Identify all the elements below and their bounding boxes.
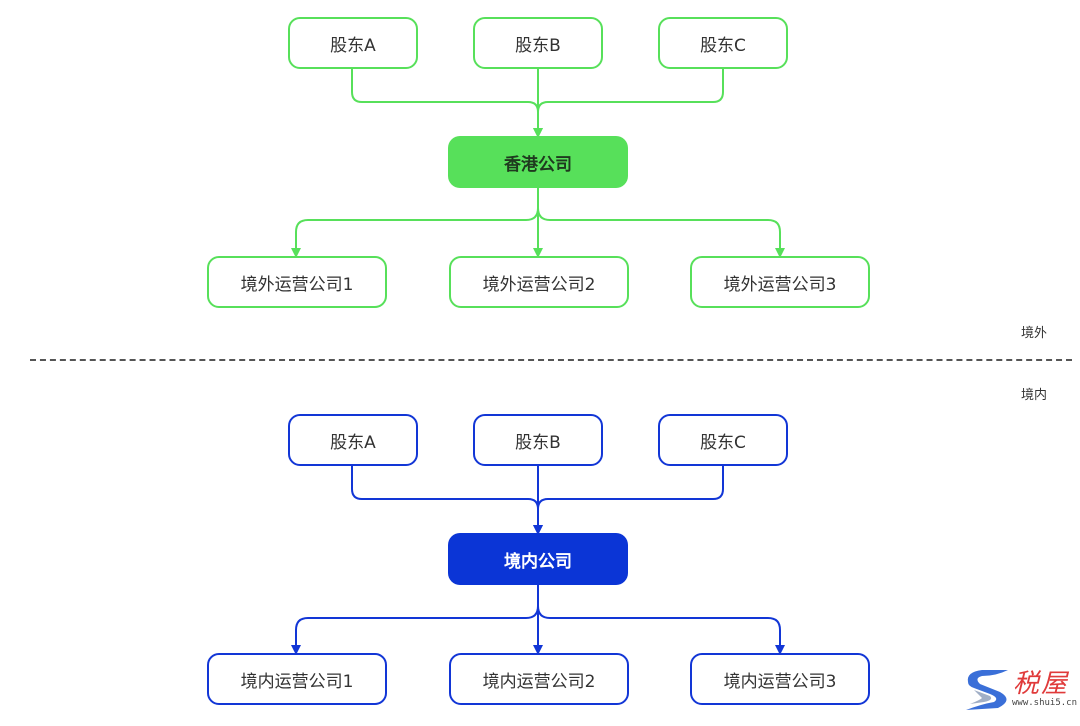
connector-shareholder-c-to-hk <box>537 68 724 133</box>
onshore-zone-label: 境内 <box>1021 388 1048 403</box>
offshore-subsidiary-2: 境外运营公司2 <box>449 256 629 308</box>
offshore-subsidiary-1: 境外运营公司1 <box>207 256 387 308</box>
offshore-shareholder-c: 股东C <box>658 17 788 69</box>
onshore-shareholder-c: 股东C <box>658 414 788 466</box>
connector-hk-to-sub1 <box>291 188 539 258</box>
connector-shareholder-c-to-domestic <box>537 465 724 530</box>
onshore-subsidiary-2: 境内运营公司2 <box>449 653 629 705</box>
onshore-subsidiary-connectors <box>291 585 785 655</box>
offshore-subsidiary-connectors <box>291 188 785 258</box>
offshore-shareholder-b: 股东B <box>473 17 603 69</box>
s-logo-icon <box>966 670 1008 710</box>
connector-shareholder-a-to-domestic <box>351 465 543 535</box>
offshore-subsidiary-3: 境外运营公司3 <box>690 256 870 308</box>
watermark-url: www.shui5.cn <box>1012 698 1078 708</box>
onshore-shareholder-b: 股东B <box>473 414 603 466</box>
watermark-text: 税屋 <box>1013 669 1070 699</box>
onshore-shareholder-a: 股东A <box>288 414 418 466</box>
connector-domestic-to-sub3 <box>537 585 785 655</box>
connector-hk-to-sub3 <box>537 188 785 258</box>
border-divider <box>30 359 1072 361</box>
offshore-shareholder-a: 股东A <box>288 17 418 69</box>
onshore-subsidiary-1: 境内运营公司1 <box>207 653 387 705</box>
hong-kong-company-hub: 香港公司 <box>448 136 628 188</box>
offshore-shareholder-connectors <box>351 68 724 138</box>
connector-shareholder-a-to-hk <box>351 68 543 138</box>
offshore-zone-label: 境外 <box>1021 326 1048 341</box>
onshore-shareholder-connectors <box>351 465 724 535</box>
onshore-subsidiary-3: 境内运营公司3 <box>690 653 870 705</box>
domestic-company-hub: 境内公司 <box>448 533 628 585</box>
connector-domestic-to-sub1 <box>291 585 539 655</box>
